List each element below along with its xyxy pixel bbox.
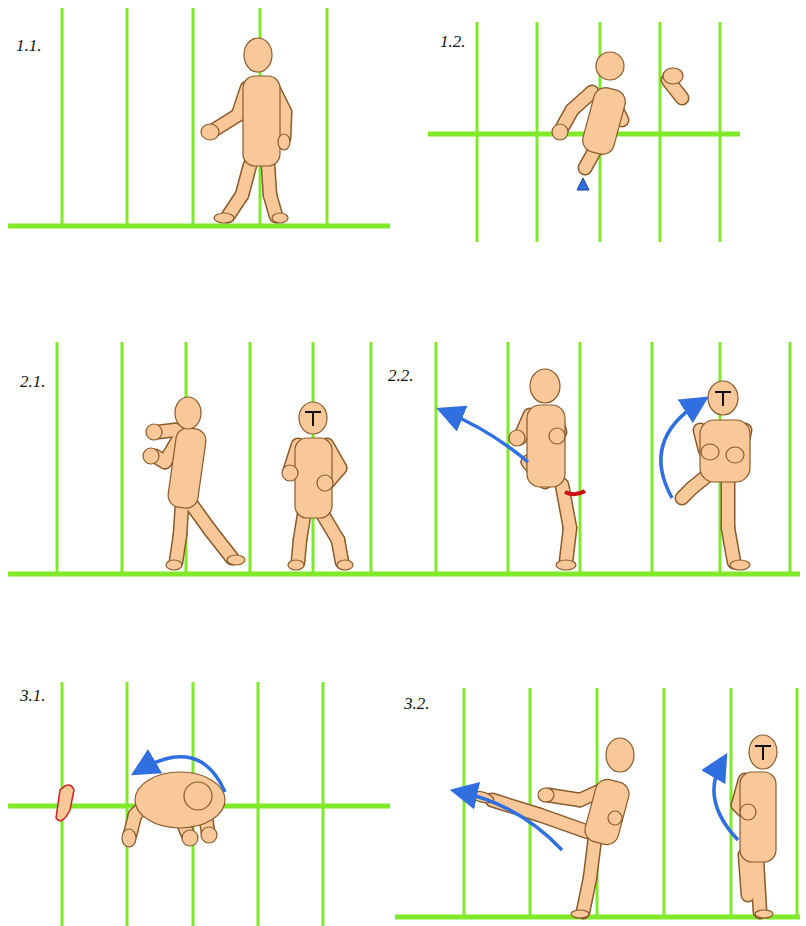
- panel-number: 2.2.: [388, 366, 414, 386]
- figures: [130, 80, 760, 912]
- panel-number: 1.2.: [440, 32, 466, 52]
- foot-mark: [577, 178, 589, 190]
- grid-lines: [57, 8, 797, 926]
- contact-mark: [565, 491, 585, 494]
- motion-arrows: [140, 402, 738, 850]
- panel-number: 2.1.: [20, 372, 46, 392]
- face-marks: [305, 392, 771, 760]
- panel-number: 1.1.: [16, 36, 42, 56]
- figure-bodies: [122, 38, 777, 918]
- panel-number: 3.1.: [20, 686, 46, 706]
- ground-lines: [8, 134, 800, 917]
- target-shape: [56, 785, 74, 821]
- panel-number: 3.2.: [404, 694, 430, 714]
